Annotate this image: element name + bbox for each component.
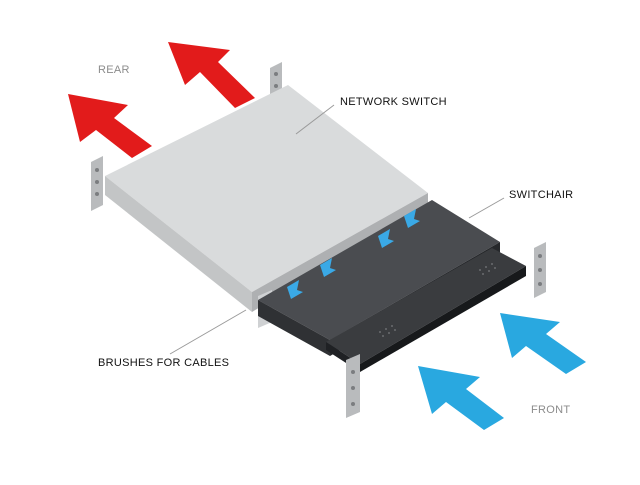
airflow-arrows	[287, 209, 420, 299]
switchair-device	[258, 200, 526, 372]
label-switchair: SWITCHAIR	[509, 189, 574, 201]
leader-line-network-switch	[295, 104, 335, 135]
leader-line-switchair	[468, 197, 505, 219]
label-front: FRONT	[531, 404, 571, 416]
label-brushes-for-cables: BRUSHES FOR CABLES	[98, 357, 230, 369]
rack-rail-front-left	[346, 354, 360, 418]
label-rear: REAR	[98, 64, 130, 76]
red-arrow-icon	[68, 94, 152, 158]
blue-arrow-icon	[500, 313, 586, 374]
label-network-switch: NETWORK SWITCH	[340, 96, 447, 108]
rack-rail-rear-left	[91, 156, 103, 211]
leader-line-brushes	[169, 309, 247, 355]
blue-arrow-icon	[418, 366, 504, 430]
rack-rail-front-right	[534, 242, 546, 298]
red-arrow-icon	[168, 42, 255, 108]
